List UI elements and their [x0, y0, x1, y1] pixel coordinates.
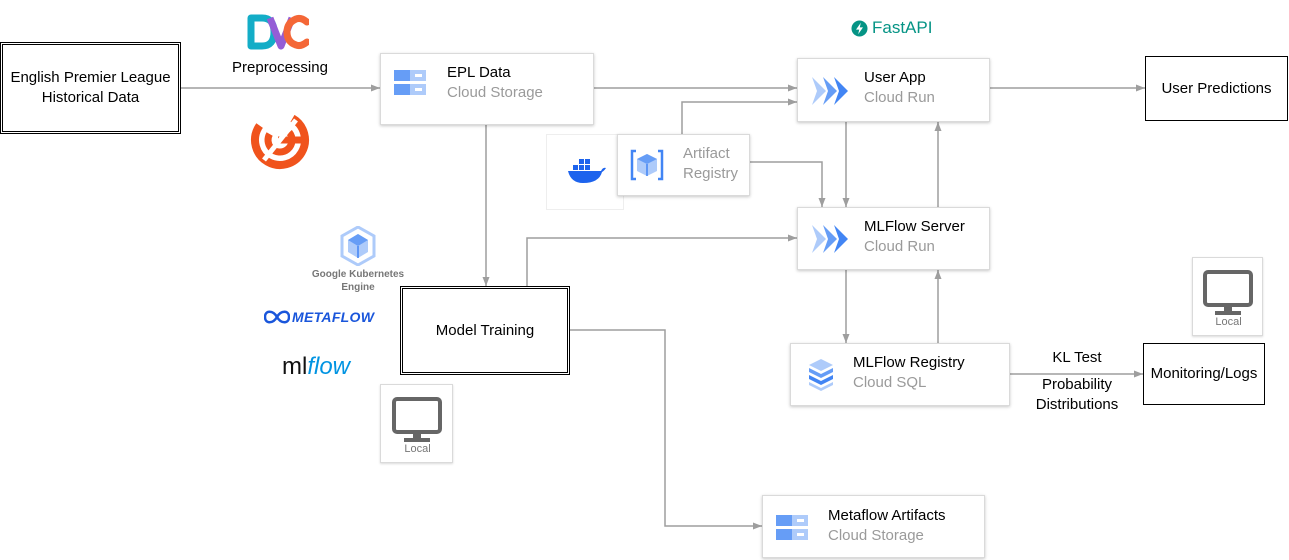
local-training-label: Local	[404, 443, 431, 455]
mlflow-logo: mlflow	[282, 353, 350, 381]
edge-training-to-metaflow-artifacts	[570, 329, 762, 530]
user-app-title: User App	[864, 69, 926, 86]
source-data-box[interactable]: English Premier League Historical Data	[0, 42, 181, 134]
metaflow-artifacts-title: Metaflow Artifacts	[828, 507, 946, 524]
gke-icon	[340, 226, 376, 266]
gke-logo: Google Kubernetes Engine	[300, 226, 416, 296]
distributions-line: Distributions	[1035, 396, 1119, 413]
local-monitoring-label: Local	[1215, 316, 1242, 328]
model-training-label: Model Training	[435, 321, 535, 339]
local-training-tile[interactable]: Local	[380, 384, 453, 463]
kl-test-label: KL Test	[1022, 349, 1132, 366]
source-label-line2: Historical Data	[41, 89, 140, 106]
epl-data-card[interactable]: EPL Data Cloud Storage	[380, 53, 594, 125]
epl-data-title: EPL Data	[447, 64, 511, 81]
docker-tile	[546, 134, 624, 210]
mlflow-text-ml: ml	[282, 353, 308, 380]
probability-distributions-label: Probability Distributions	[1022, 375, 1132, 415]
edge-artifact-to-user-app	[681, 98, 797, 134]
mlflow-server-card[interactable]: MLFlow Server Cloud Run	[797, 207, 990, 270]
monitoring-logs-box[interactable]: Monitoring/Logs	[1143, 343, 1265, 405]
cloud-storage-icon	[394, 70, 426, 95]
preprocessing-label: Preprocessing	[232, 59, 328, 76]
metaflow-infinity-icon	[264, 310, 290, 324]
user-predictions-box[interactable]: User Predictions	[1145, 56, 1288, 121]
probability-line: Probability	[1041, 376, 1113, 393]
fastapi-logo: FastAPI	[851, 17, 932, 39]
metaflow-text: METAFLOW	[292, 309, 375, 325]
metaflow-artifacts-card[interactable]: Metaflow Artifacts Cloud Storage	[762, 495, 985, 558]
monitor-icon	[392, 397, 442, 442]
fastapi-bolt-icon	[851, 20, 868, 36]
edge-training-to-mlflow-server	[526, 234, 797, 286]
metaflow-artifacts-subtitle: Cloud Storage	[828, 527, 924, 544]
cloud-run-icon	[812, 225, 848, 253]
user-app-subtitle: Cloud Run	[864, 89, 935, 106]
mlflow-text-flow: flow	[307, 353, 351, 380]
epl-data-subtitle: Cloud Storage	[447, 84, 543, 101]
gke-label-line2: Engine	[341, 282, 375, 293]
mlflow-registry-title: MLFlow Registry	[853, 354, 965, 371]
orange-g-logo	[248, 110, 312, 170]
gke-label-line1: Google Kubernetes	[311, 269, 405, 280]
user-app-card[interactable]: User App Cloud Run	[797, 58, 990, 122]
cloud-sql-icon	[809, 359, 833, 391]
artifact-registry-icon	[630, 149, 664, 181]
artifact-registry-line2: Registry	[683, 165, 739, 182]
mlflow-server-subtitle: Cloud Run	[864, 238, 935, 255]
user-predictions-label: User Predictions	[1161, 79, 1272, 97]
docker-icon	[568, 159, 606, 183]
source-label-line1: English Premier League	[10, 69, 171, 86]
model-training-box[interactable]: Model Training	[400, 286, 570, 375]
cloud-storage-icon	[776, 515, 808, 540]
local-monitoring-tile[interactable]: Local	[1192, 257, 1263, 336]
fastapi-text: FastAPI	[872, 18, 933, 37]
metaflow-logo: METAFLOW	[264, 306, 374, 328]
monitoring-logs-label: Monitoring/Logs	[1150, 365, 1258, 382]
artifact-registry-line1: Artifact	[683, 145, 730, 162]
edge-artifact-to-mlflow-server	[750, 161, 826, 207]
artifact-registry-card[interactable]: Artifact Registry	[617, 134, 750, 196]
monitor-icon	[1203, 270, 1253, 315]
cloud-run-icon	[812, 77, 848, 105]
dvc-logo	[247, 14, 311, 54]
mlflow-registry-card[interactable]: MLFlow Registry Cloud SQL	[790, 343, 1010, 406]
mlflow-server-title: MLFlow Server	[864, 218, 965, 235]
mlflow-registry-subtitle: Cloud SQL	[853, 374, 927, 391]
